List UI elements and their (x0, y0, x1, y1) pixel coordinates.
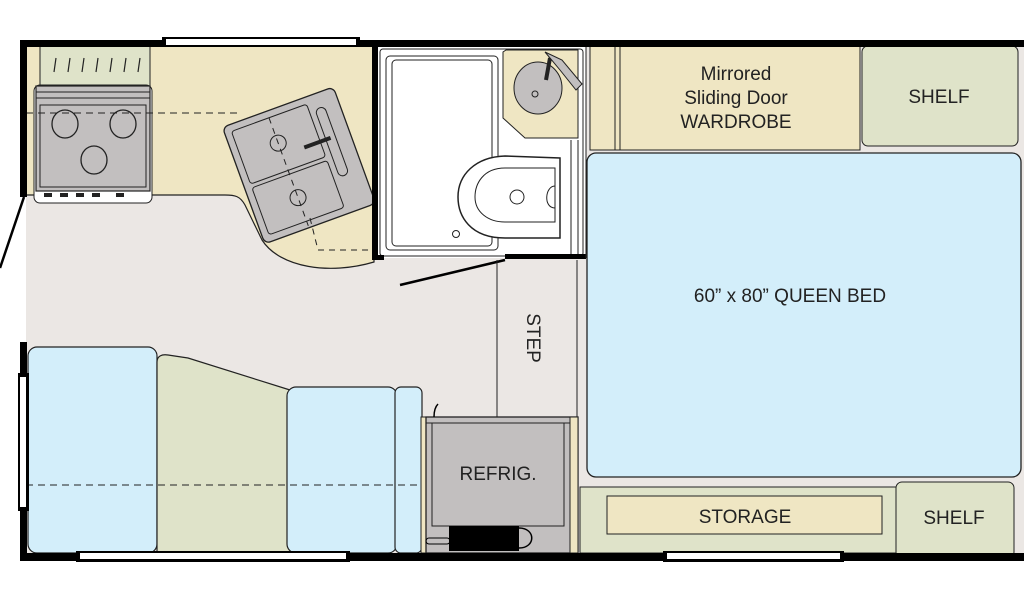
step-label: STEP (522, 313, 543, 363)
bathroom-sink (513, 61, 563, 115)
bathroom-door[interactable] (399, 258, 506, 287)
exterior-wall-left (20, 40, 27, 197)
bed-label: 60” x 80” QUEEN BED (694, 286, 886, 307)
wardrobe-label: Mirrored (701, 64, 772, 85)
exterior-wall-top (20, 40, 1024, 47)
kitchen-sink (223, 87, 375, 243)
vent-slats (53, 57, 141, 73)
drain-icon (452, 230, 460, 238)
entry-door[interactable] (0, 196, 26, 269)
storage[interactable] (606, 495, 883, 535)
storage-label: STORAGE (699, 507, 792, 528)
shelf-top-label: SHELF (908, 87, 969, 108)
toilet-icon (457, 155, 561, 239)
shelf-bottom-label: SHELF (923, 508, 984, 529)
dinette-table[interactable] (156, 354, 291, 554)
dinette-seat-right[interactable] (286, 386, 398, 554)
exterior-wall-bottom (20, 553, 1024, 561)
wardrobe-label: Sliding Door (684, 88, 788, 109)
burner-icon (51, 109, 79, 139)
refrigerator-label: REFRIG. (459, 464, 536, 485)
wardrobe[interactable] (589, 45, 861, 151)
dashed-overhead-line (309, 217, 372, 251)
bathroom-wall (505, 254, 586, 259)
bathroom-wall (372, 44, 378, 260)
wardrobe-label: WARDROBE (680, 112, 791, 133)
burner-icon (80, 145, 108, 175)
queen-bed[interactable] (586, 152, 1022, 478)
burner-icon (109, 109, 137, 139)
dinette-seat-left[interactable] (27, 346, 158, 554)
faucet-icon (544, 57, 552, 81)
stove (33, 84, 153, 204)
faucet-icon (303, 136, 332, 150)
stove-vent (39, 45, 151, 87)
